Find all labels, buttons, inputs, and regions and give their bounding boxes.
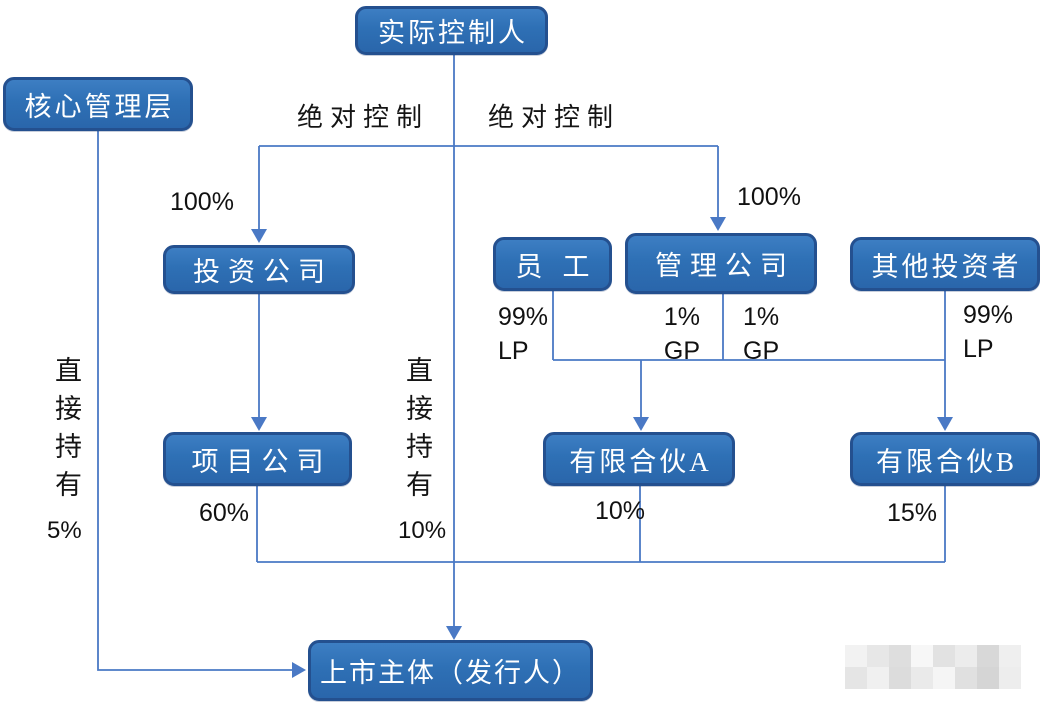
edge-label-project-company-pct: 60% <box>199 499 250 527</box>
arrow-into-partnership-a <box>633 417 649 431</box>
node-investment-company: 投资公司 <box>163 245 355 294</box>
watermark-cell <box>845 645 867 667</box>
watermark-cell <box>999 667 1021 689</box>
edge-label-partnership-b-pct: 15% <box>887 499 938 527</box>
watermark-cell <box>977 645 999 667</box>
watermark-cell <box>955 645 977 667</box>
watermark-mosaic <box>845 645 1021 689</box>
watermark-cell <box>933 645 955 667</box>
direct-holding-percent: 5% <box>47 517 82 544</box>
stake-role: LP <box>498 337 529 365</box>
stake-percent: 1% <box>663 303 700 331</box>
edge-label-partnership-a-pct: 10% <box>595 497 646 525</box>
stake-role: GP <box>743 337 780 365</box>
edge-label-mgmt-stake-a: 1% GP <box>640 300 700 368</box>
node-management-company: 管理公司 <box>625 233 817 294</box>
stake-percent: 99% <box>963 301 1014 329</box>
edge-label-absolute-control-left: 绝对控制 <box>297 103 430 132</box>
node-limited-partnership-a: 有限合伙A <box>543 432 735 486</box>
edge-label-mgmt-stake-b: 1% GP <box>743 300 779 368</box>
node-listed-entity: 上市主体（发行人） <box>308 640 593 701</box>
arrow-into-investment-company <box>251 229 267 243</box>
node-project-company: 项目公司 <box>163 432 352 486</box>
arrow-into-listed-entity-left <box>292 662 306 678</box>
node-actual-controller: 实际控制人 <box>355 6 548 55</box>
direct-holding-percent: 10% <box>398 517 447 544</box>
arrow-into-project-company <box>251 417 267 431</box>
watermark-cell <box>911 645 933 667</box>
watermark-cell <box>889 667 911 689</box>
edge-core-mgmt-to-listed <box>97 131 293 671</box>
watermark-cell <box>999 645 1021 667</box>
arrow-into-management-company <box>710 217 726 231</box>
watermark-cell <box>867 645 889 667</box>
direct-holding-text: 直接持有 <box>402 356 432 508</box>
watermark-cell <box>845 667 867 689</box>
edge-label-direct-holding-right: 直接持有 10% <box>398 356 446 545</box>
stake-role: LP <box>963 335 994 363</box>
edge-label-100pct-left: 100% <box>170 188 234 216</box>
stake-percent: 99% <box>498 303 549 331</box>
node-limited-partnership-b: 有限合伙B <box>850 432 1040 486</box>
arrow-into-partnership-b <box>937 417 953 431</box>
edge-label-absolute-control-right: 绝对控制 <box>488 103 621 132</box>
watermark-cell <box>933 667 955 689</box>
stake-role: GP <box>663 337 700 365</box>
node-other-investors: 其他投资者 <box>850 237 1040 291</box>
edge-label-100pct-right: 100% <box>737 183 801 211</box>
watermark-cell <box>867 667 889 689</box>
stake-percent: 1% <box>743 303 780 331</box>
watermark-cell <box>889 645 911 667</box>
watermark-cell <box>955 667 977 689</box>
direct-holding-text: 直接持有 <box>51 356 81 508</box>
edge-label-direct-holding-left: 直接持有 5% <box>47 356 86 545</box>
node-core-management: 核心管理层 <box>3 77 193 131</box>
node-employees: 员工 <box>493 237 612 291</box>
watermark-cell <box>911 667 933 689</box>
edge-label-employees-stake: 99% LP <box>498 300 548 368</box>
edge-label-other-investors-stake: 99% LP <box>963 298 1013 366</box>
arrow-into-listed-entity-top <box>446 626 462 640</box>
watermark-cell <box>977 667 999 689</box>
